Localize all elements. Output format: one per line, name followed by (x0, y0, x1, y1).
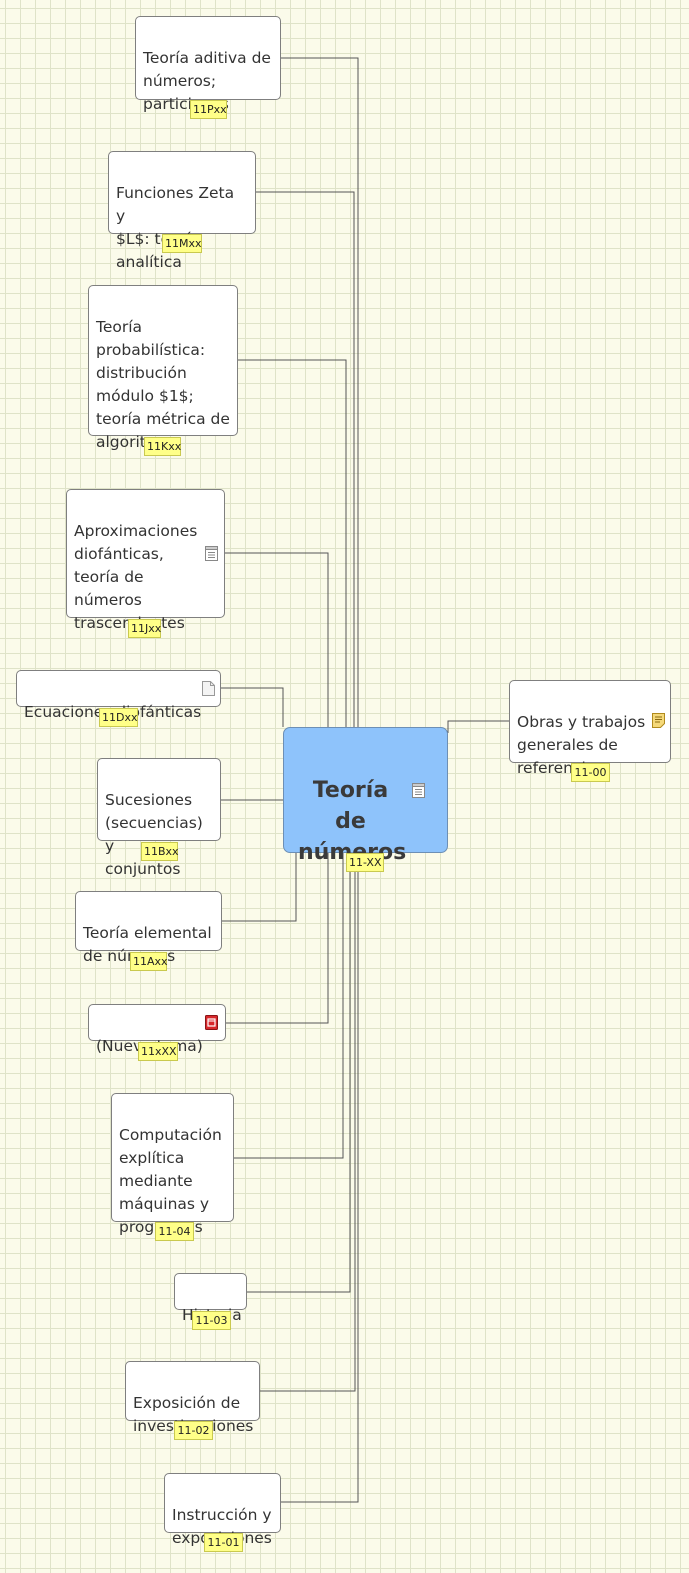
topic-code-tag: 11Dxx (99, 708, 138, 727)
central-topic-label: Teoría de números (298, 778, 406, 865)
central-topic[interactable]: Teoría de números (283, 727, 448, 865)
connector-elemental (222, 853, 297, 922)
topic-obras[interactable]: Obras y trabajos generales de referencia (509, 680, 671, 777)
topic-computacion[interactable]: Computación explítica mediante máquinas … (111, 1093, 234, 1236)
document-icon (202, 681, 215, 696)
topic-code-tag: 11-03 (192, 1311, 231, 1330)
flag-icon (205, 1015, 218, 1030)
topic-code-tag: 11Mxx (162, 234, 202, 253)
connector-instruccion (281, 853, 359, 1503)
topic-label: Aproximaciones diofánticas, teoría de nú… (74, 522, 198, 632)
topic-code-tag: 11Pxx (190, 100, 227, 119)
connector-particiones (281, 57, 359, 727)
connector-obras (447, 720, 509, 733)
topic-code-tag: 11-00 (571, 763, 610, 782)
topic-instruccion[interactable]: Instrucción y exposiciones (164, 1473, 281, 1547)
connector-historia (247, 853, 351, 1293)
connector-nuevo (226, 853, 329, 1024)
topic-code-tag: 11Bxx (141, 842, 179, 861)
topic-particiones[interactable]: Teoría aditiva de números; particiones (135, 16, 281, 113)
topic-label: Teoría probabilística: distribución módu… (96, 318, 230, 451)
topic-label: Teoría aditiva de números; particiones (143, 49, 271, 113)
topic-nuevo[interactable]: (Nuevo tema) (88, 1004, 226, 1055)
topic-exposicion[interactable]: Exposición de investigaciones (125, 1361, 260, 1435)
notes-icon (205, 546, 218, 561)
topic-code-tag: 11-02 (174, 1421, 213, 1440)
topic-code-tag: 11xXX (138, 1042, 178, 1061)
connector-computacion (234, 853, 344, 1159)
topic-code-tag: 11Kxx (144, 437, 181, 456)
connector-probabilistica (238, 359, 347, 727)
topic-ecuaciones[interactable]: Ecuaciones diofánticas (16, 670, 221, 721)
topic-label: Computación explítica mediante máquinas … (119, 1126, 222, 1236)
topic-label: Sucesiones (secuencias) y conjuntos (105, 791, 203, 878)
topic-aproximaciones[interactable]: Aproximaciones diofánticas, teoría de nú… (66, 489, 225, 632)
sticky-note-icon (652, 713, 665, 728)
connector-zeta (256, 191, 355, 727)
topic-historia[interactable]: Historia (174, 1273, 247, 1324)
topic-code-tag: 11-XX (346, 853, 384, 872)
topic-probabilistica[interactable]: Teoría probabilística: distribución módu… (88, 285, 238, 451)
topic-sucesiones[interactable]: Sucesiones (secuencias) y conjuntos (97, 758, 221, 878)
connector-exposicion (260, 853, 356, 1392)
topic-zeta[interactable]: Funciones Zeta y $L$: teoría analítica (108, 151, 256, 271)
topic-code-tag: 11Axx (130, 952, 168, 971)
topic-code-tag: 11Jxx (128, 619, 161, 638)
topic-code-tag: 11-01 (204, 1533, 243, 1552)
connector-ecuaciones (221, 687, 284, 727)
topic-code-tag: 11-04 (155, 1222, 194, 1241)
connector-aproximaciones (225, 552, 329, 727)
topic-elemental[interactable]: Teoría elemental de números (75, 891, 222, 965)
notes-icon (412, 783, 425, 798)
